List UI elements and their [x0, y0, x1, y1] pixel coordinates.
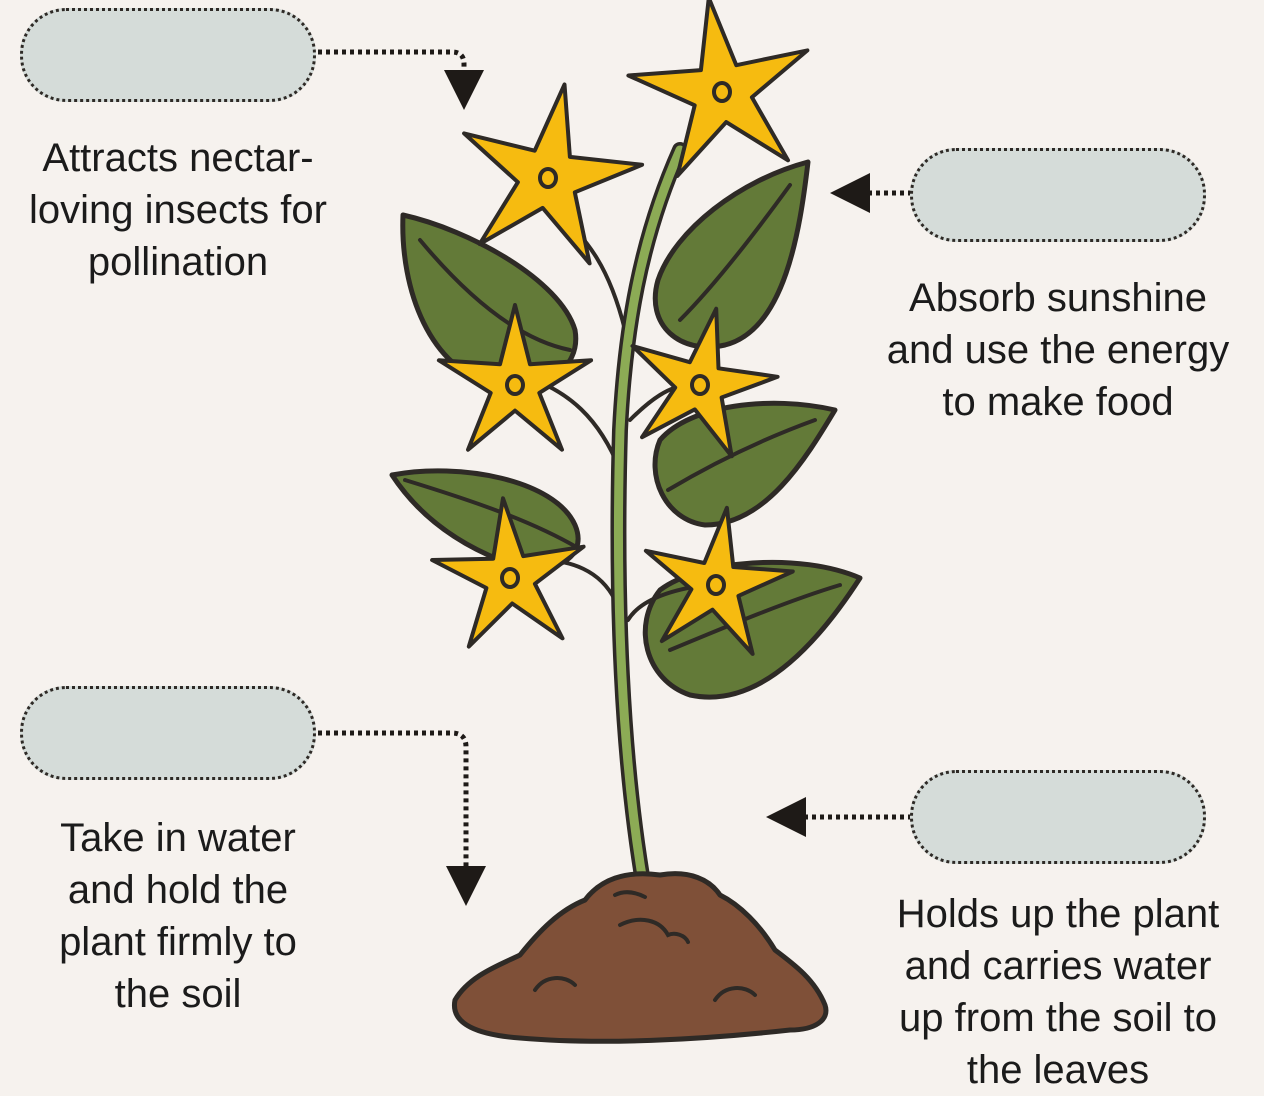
flower-blank-box[interactable]: [20, 8, 316, 102]
stem-description: Holds up the plant and carries water up …: [852, 888, 1264, 1096]
soil-mound: [454, 874, 826, 1042]
flower-center-1: [714, 83, 730, 101]
stem-blank-box[interactable]: [910, 770, 1206, 864]
flower-center-3: [507, 376, 523, 394]
flower-description: Attracts nectar- loving insects for poll…: [0, 132, 356, 288]
root-description: Take in water and hold the plant firmly …: [0, 812, 356, 1020]
flower-pointer-arrow: [318, 52, 464, 90]
leaf-blank-box[interactable]: [910, 148, 1206, 242]
flower-center-6: [708, 576, 724, 594]
flower-center-5: [502, 569, 518, 587]
root-blank-box[interactable]: [20, 686, 316, 780]
flower-center-2: [540, 169, 556, 187]
leaf-description: Absorb sunshine and use the energy to ma…: [852, 272, 1264, 428]
flower-center-4: [692, 376, 708, 394]
